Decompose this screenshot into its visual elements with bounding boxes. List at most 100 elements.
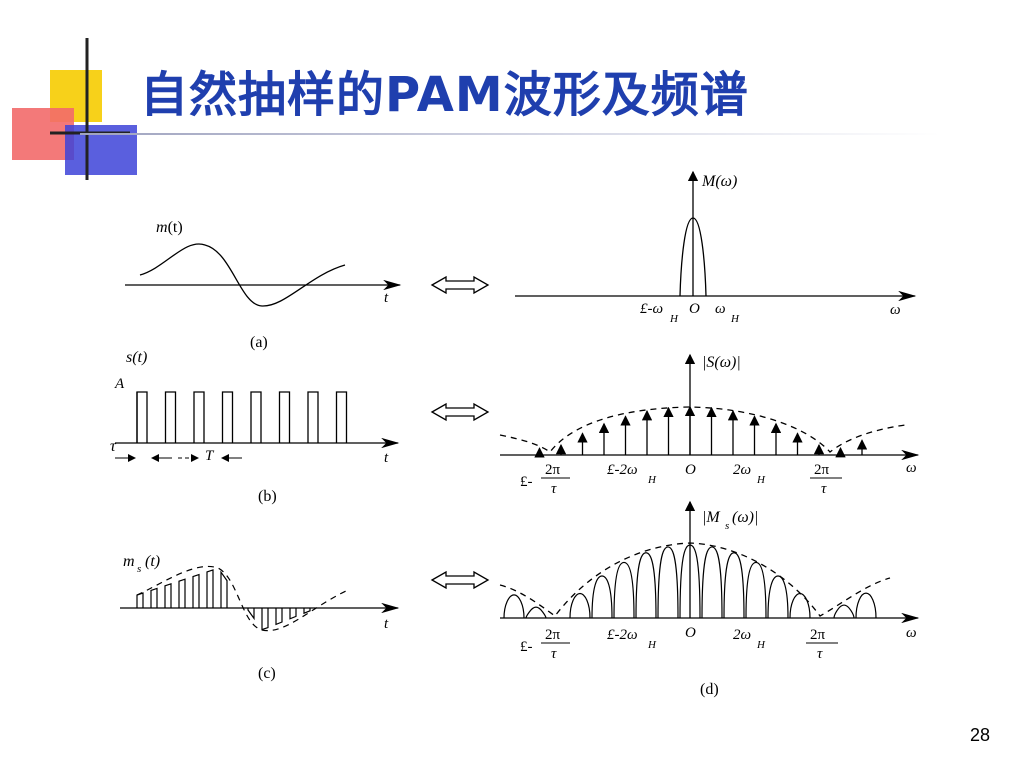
panel-c-sampled-pulses: [136, 569, 311, 631]
spectrum-d-caption: (d): [700, 681, 719, 698]
spectral-lobe: [833, 604, 855, 619]
panel-c-envelope-dashed: [136, 565, 349, 632]
spectral-lobe: [789, 592, 811, 619]
spectrum-a-tick-pos: ω: [715, 301, 726, 317]
panel-c-signal-label: m: [123, 553, 135, 570]
panel-b-period-label: T: [205, 448, 215, 464]
spectrum-d-frac-den-right: τ: [817, 646, 823, 662]
panel-c-signal-label-sub: s: [137, 563, 141, 575]
title-underline: [80, 133, 940, 135]
spectral-lobe: [723, 552, 745, 619]
sampled-pulse: [178, 578, 186, 608]
spectral-lobe: [767, 575, 789, 619]
panel-b-tau-label: τ: [110, 438, 117, 455]
spectrum-a-tick-neg: £-ω: [640, 301, 663, 317]
spectral-lobe: [591, 575, 613, 619]
sampled-pulse: [261, 608, 269, 631]
pulse: [193, 391, 205, 443]
panel-b-time: s(t) A τ T t (b): [110, 349, 400, 505]
spectral-lobe: [701, 546, 723, 619]
panel-b-pulse-train: [136, 391, 348, 443]
pulse: [278, 391, 291, 443]
sampled-pulse: [303, 608, 311, 615]
spectrum-d-tick-far: £-: [520, 639, 533, 655]
spectrum-b-frac-den-right: τ: [821, 481, 827, 497]
panel-b-signal-label: s(t): [126, 349, 147, 366]
page-number: 28: [969, 725, 990, 745]
pulse: [221, 391, 234, 443]
sampled-pulse: [206, 569, 214, 608]
panel-c-axis-t: t: [384, 616, 389, 632]
panel-a-caption: (a): [250, 334, 268, 351]
spectral-lobe: [635, 552, 657, 619]
pulse: [307, 391, 319, 443]
pulse: [250, 391, 262, 443]
spectrum-a-tick-neg-sub: H: [669, 313, 679, 325]
panel-a-axis-t: t: [384, 290, 389, 306]
sampled-pulse: [164, 582, 172, 608]
spectrum-d-label-post: (ω)|: [732, 509, 758, 526]
sampled-pulse: [289, 608, 297, 620]
spectrum-d-tick-neg: £-2ω: [607, 627, 638, 643]
spectrum-b-frac-num-right: 2π: [814, 462, 830, 478]
spectrum-d-origin: O: [685, 625, 696, 641]
spectrum-d-lobes: [503, 544, 877, 619]
panel-a-signal-label: m(t): [156, 219, 183, 236]
spectrum-a-origin: O: [689, 301, 700, 317]
panel-c-caption: (c): [258, 665, 276, 682]
panel-c-time: m s (t) t (c): [120, 553, 400, 682]
spectral-lobe: [503, 594, 525, 619]
spectral-lobe: [525, 606, 547, 619]
panel-b-axis-t: t: [384, 450, 389, 466]
spectrum-d: |M s (ω)| £- 2π τ £-2ω H O 2ω H 2π τ ω (…: [499, 500, 920, 698]
spectrum-a-lobe: [679, 217, 707, 297]
spectral-lobe: [745, 561, 767, 619]
spectrum-d-label: |M: [702, 509, 721, 526]
spectrum-a-axis-w: ω: [890, 302, 901, 318]
equivalence-arrow-a: [430, 275, 490, 295]
panel-a-time: m(t) t (a): [125, 219, 402, 351]
spectrum-b-tick-pos-sub: H: [756, 474, 766, 486]
spectrum-d-frac-num-left: 2π: [545, 627, 561, 643]
panel-b-caption: (b): [258, 488, 277, 505]
spectrum-a: M(ω) £-ω H O ω H ω: [515, 170, 917, 325]
spectrum-b-tick-far: £-: [520, 474, 533, 490]
spectrum-b-tick-neg: £-2ω: [607, 462, 638, 478]
slide-title: 自然抽样的PAM波形及频谱: [140, 67, 749, 123]
sampled-pulse: [150, 587, 158, 608]
spectrum-d-frac-den-left: τ: [551, 646, 557, 662]
spectrum-d-axis-w: ω: [906, 625, 917, 641]
panel-a-signal-curve: [139, 243, 346, 307]
spectrum-d-frac-num-right: 2π: [810, 627, 826, 643]
spectral-lobe: [657, 546, 679, 619]
spectrum-d-tick-neg-sub: H: [647, 639, 657, 651]
spectrum-b: |S(ω)| £- 2π τ £-2ω H O 2ω H 2π τ ω: [499, 353, 920, 497]
spectrum-b-frac-den-left: τ: [551, 481, 557, 497]
spectrum-d-envelope: [499, 542, 891, 617]
spectral-lobe: [679, 544, 701, 619]
pulse: [164, 391, 177, 443]
equivalence-arrow-b: [430, 402, 490, 422]
spectrum-b-origin: O: [685, 462, 696, 478]
panel-c-signal-label-arg: (t): [145, 553, 160, 570]
spectrum-b-label: |S(ω)|: [702, 354, 741, 371]
sampled-pulse: [192, 573, 200, 608]
spectrum-b-tick-neg-sub: H: [647, 474, 657, 486]
spectral-lobe: [855, 592, 877, 619]
spectrum-d-tick-pos-sub: H: [756, 639, 766, 651]
spectrum-b-tick-pos: 2ω: [733, 462, 751, 478]
sampled-pulse: [220, 570, 228, 608]
spectrum-d-label-sub: s: [725, 520, 729, 532]
spectrum-d-tick-pos: 2ω: [733, 627, 751, 643]
spectral-lobe: [569, 592, 591, 619]
panel-b-amp-label: A: [114, 376, 125, 392]
equivalence-arrow-c: [430, 570, 490, 590]
slide-logo: [12, 38, 137, 180]
spectrum-b-axis-w: ω: [906, 460, 917, 476]
spectrum-a-tick-pos-sub: H: [730, 313, 740, 325]
spectrum-b-frac-num-left: 2π: [545, 462, 561, 478]
spectral-lobe: [613, 561, 635, 619]
spectrum-b-impulses: [534, 405, 868, 458]
spectrum-a-label: M(ω): [701, 173, 737, 190]
